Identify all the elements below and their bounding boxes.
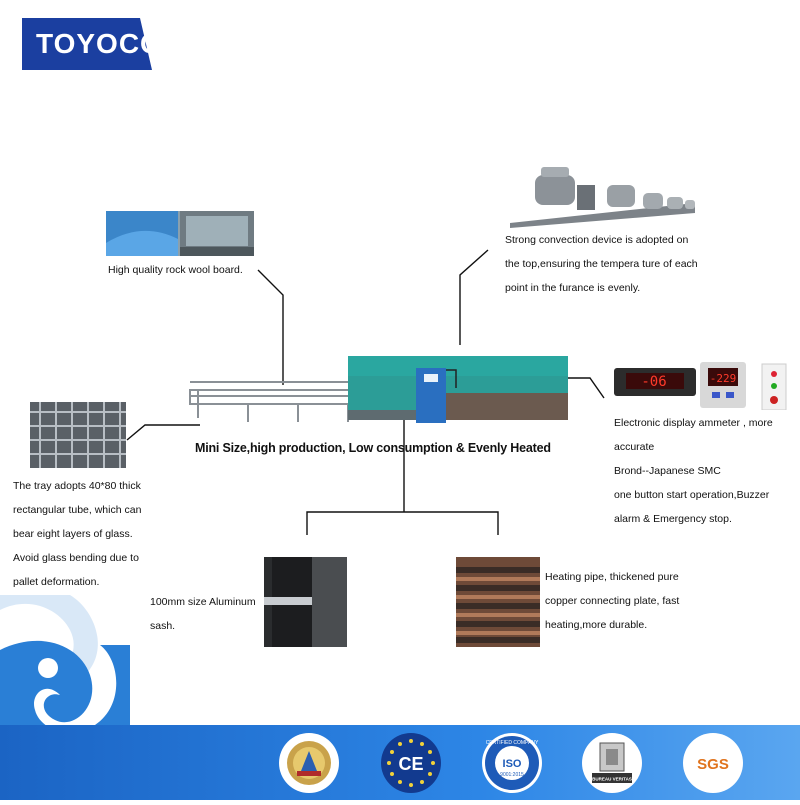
iso-ring-text: CERTIFIED COMPANY [486,740,539,746]
sgs-label: SGS [697,756,729,773]
controller-display-left: -06 [641,374,666,390]
tray-line-5: pallet deformation. [13,576,100,588]
iso-badge: ISO 9001:2015 CERTIFIED COMPANY [482,733,542,793]
tray-caption: The tray adopts 40*80 thick rectangular … [13,474,183,594]
heating-caption: Heating pipe, thickened pure copper conn… [545,565,745,637]
iso-sub: 9001:2015 [500,772,524,778]
award-icon [287,741,331,785]
electronic-line-5: alarm & Emergency stop. [614,513,732,525]
bureau-veritas-label: BUREAU VERITAS [592,777,632,782]
electronic-line-4: one button start operation,Buzzer [614,489,770,501]
brand-logo[interactable]: TOYOCC [22,18,160,70]
rock-wool-photo [106,211,254,256]
tempering-furnace-machine [188,348,568,428]
convection-caption: Strong convection device is adopted on t… [505,228,745,300]
heating-line-3: heating,more durable. [545,619,648,631]
aluminum-sash-photo [264,557,347,647]
tray-line-4: Avoid glass bending due to [13,552,139,564]
convection-line-2: the top,ensuring the tempera ture of eac… [505,258,698,270]
heating-pipe-photo [456,557,540,647]
tray-line-1: The tray adopts 40*80 thick [13,480,141,492]
convection-fans-photo [505,163,695,228]
iso-label: ISO [503,758,522,770]
aluminum-line-1: 100mm size Aluminum [150,596,256,608]
tray-grid-photo [30,402,126,468]
electronic-line-1: Electronic display ammeter , more [614,417,773,429]
ce-label: CE [398,754,423,774]
logo-text: TOYOCC [36,28,162,59]
heating-line-2: copper connecting plate, fast [545,595,680,607]
rock-wool-caption: High quality rock wool board. [108,264,243,276]
bureau-veritas-badge: BUREAU VERITAS [582,733,642,793]
bureau-veritas-icon: BUREAU VERITAS [592,742,632,783]
heating-line-1: Heating pipe, thickened pure [545,571,679,583]
aluminum-caption: 100mm size Aluminum sash. [150,590,270,638]
ce-badge: CE [381,733,441,793]
controller-photo: -06 -229 [612,362,792,410]
tray-line-2: rectangular tube, which can [13,504,142,516]
aluminum-line-2: sash. [150,620,176,632]
convection-line-1: Strong convection device is adopted on [505,234,689,246]
logo-background [22,18,152,70]
electronic-caption: Electronic display ammeter , more accura… [614,411,800,531]
electronic-line-2: accurate [614,441,655,453]
award-badge [279,733,339,793]
convection-line-3: point in the furance is evenly. [505,282,641,294]
electronic-line-3: Brond--Japanese SMC [614,465,721,477]
sgs-badge: SGS [683,733,743,793]
iso-icon: ISO 9001:2015 CERTIFIED COMPANY [485,736,539,790]
headline: Mini Size,high production, Low consumpti… [195,441,551,455]
sgs-icon: SGS [697,756,729,773]
tray-line-3: bear eight layers of glass. [13,528,133,540]
ce-stars-icon: CE [387,739,435,787]
controller-display-right: -229 [710,372,737,385]
